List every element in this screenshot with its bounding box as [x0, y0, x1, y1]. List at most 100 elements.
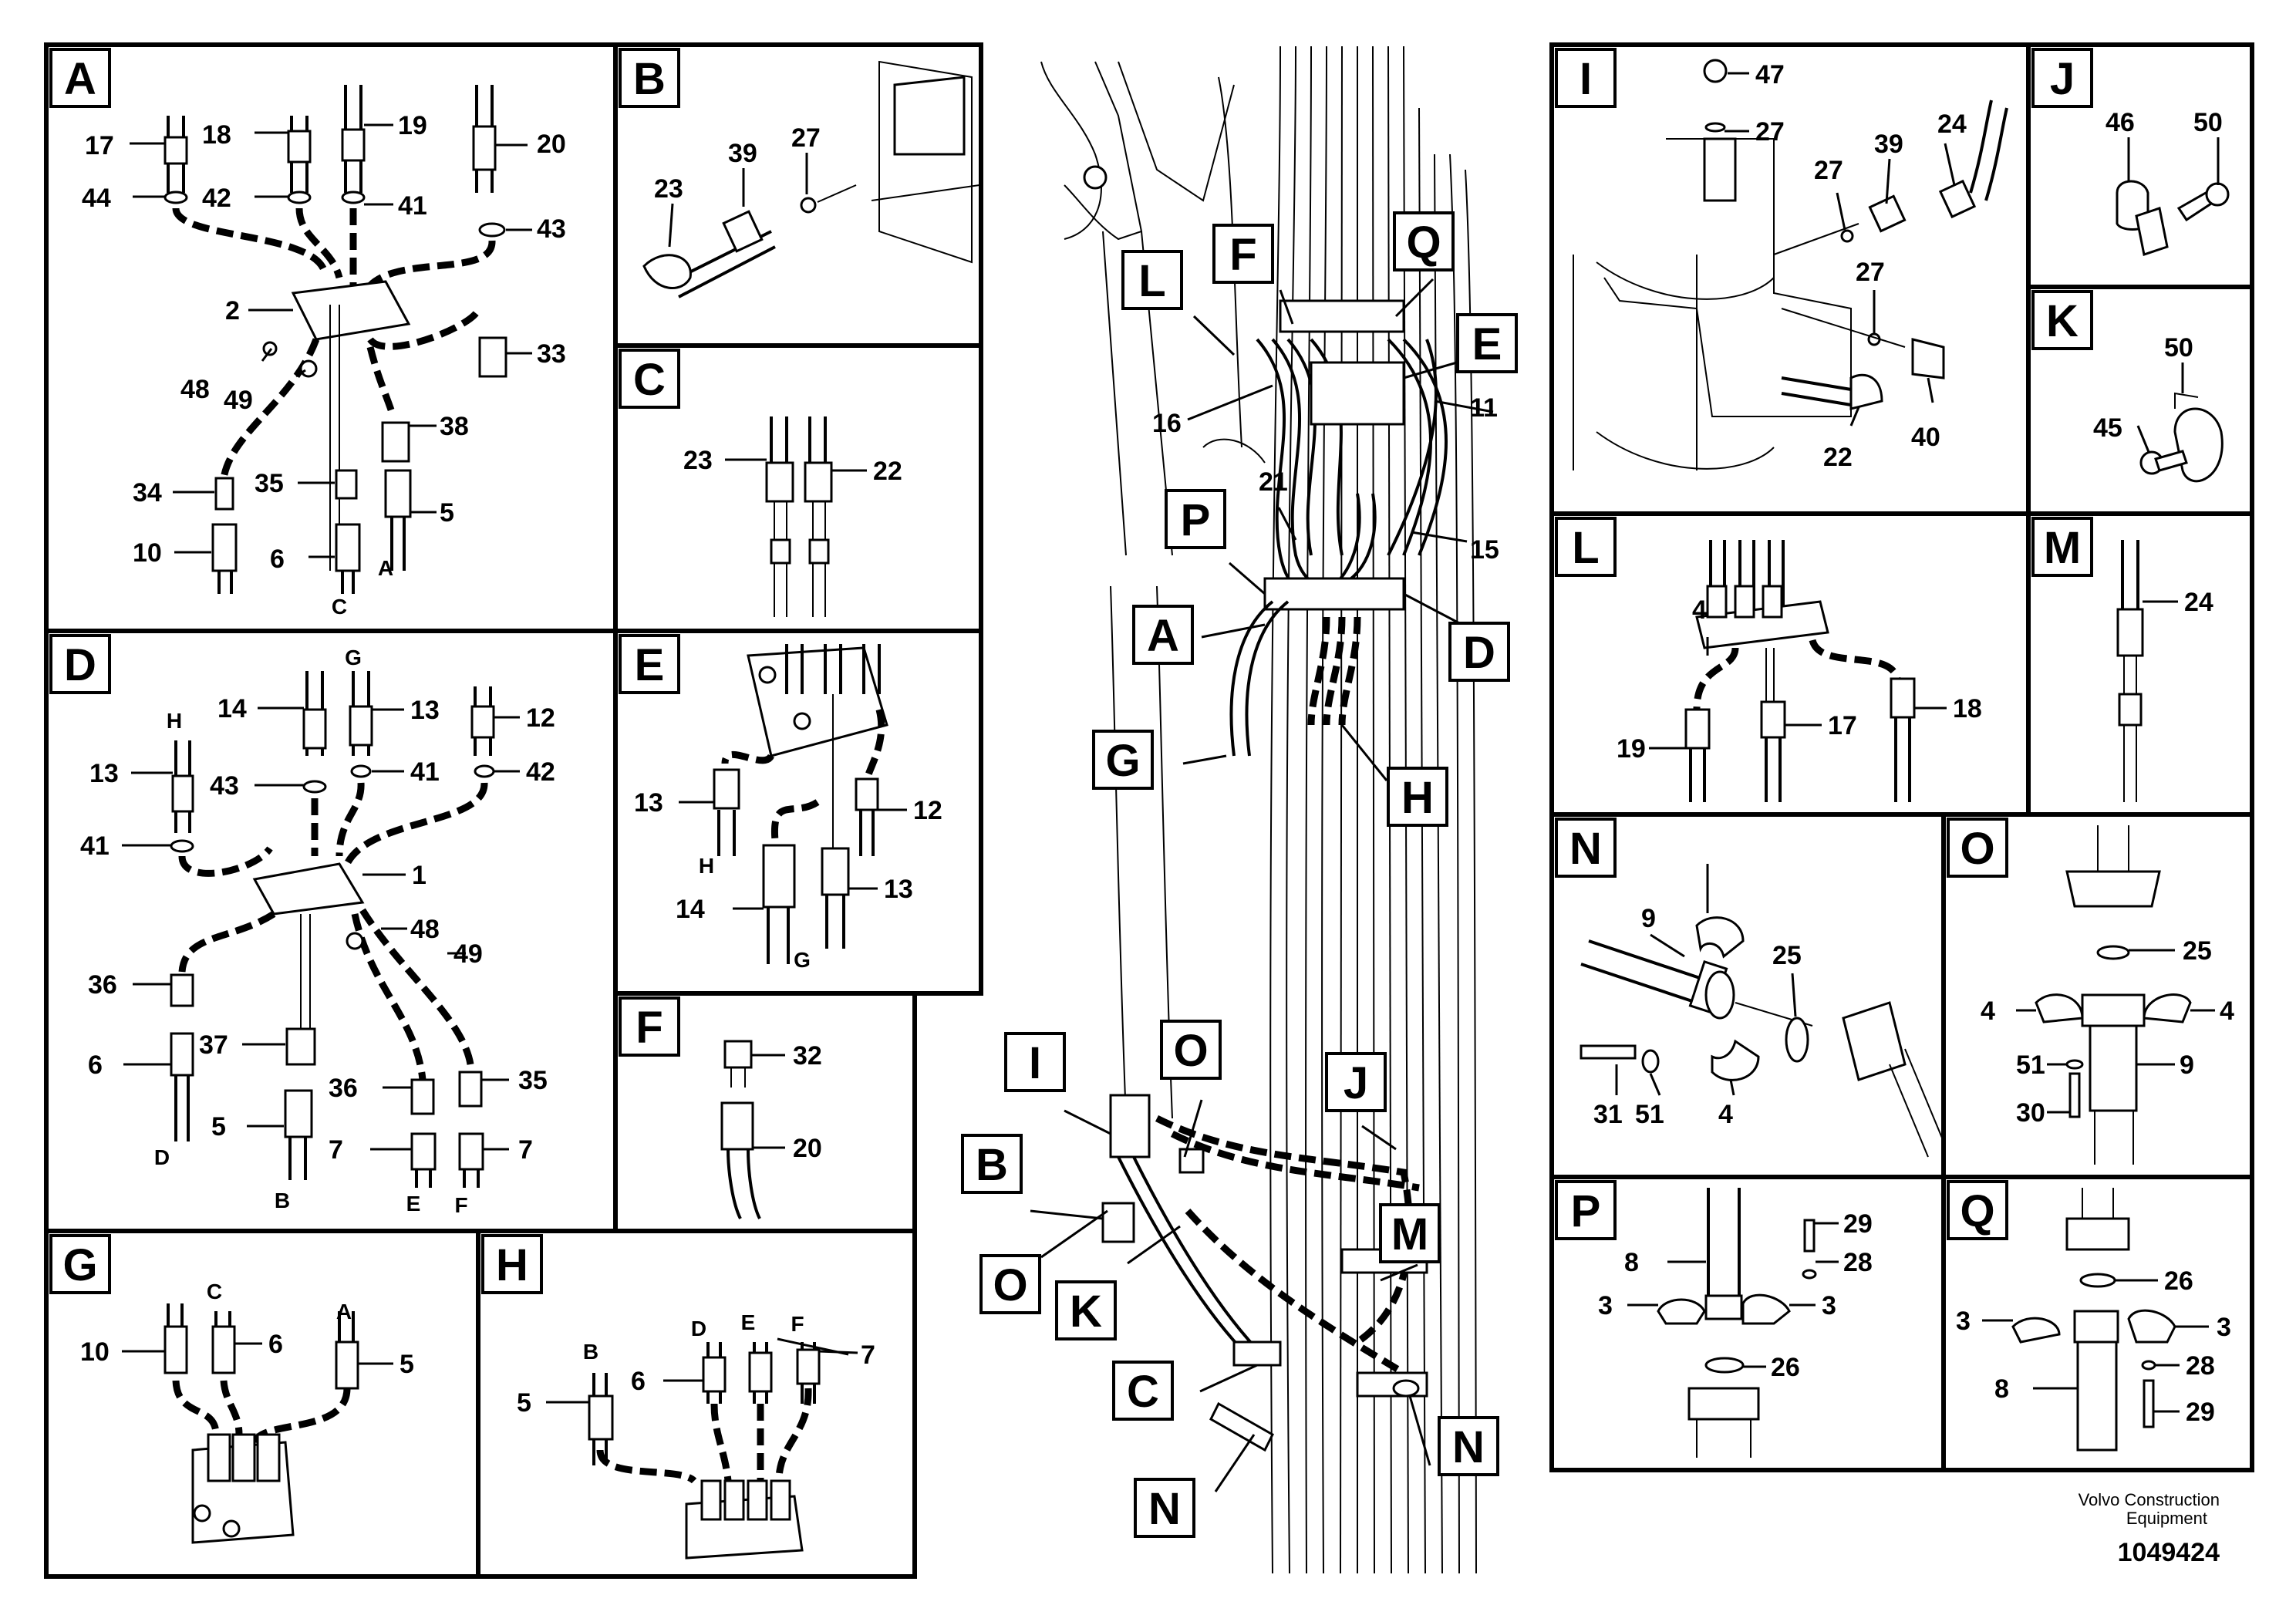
part-number-center-1: 11	[1470, 393, 1498, 423]
panel-label-l-letter: L	[1572, 523, 1599, 573]
part-number-a-16: 10	[133, 538, 162, 568]
part-number-p-5: 26	[1771, 1353, 1800, 1382]
part-number-j-0: 46	[2106, 108, 2135, 137]
connection-letter-g-1: A	[336, 1300, 352, 1324]
panel-label-c-letter: C	[633, 355, 666, 405]
part-number-a-7: 43	[537, 214, 566, 244]
manufacturer-line-2: Equipment	[2126, 1509, 2207, 1528]
panel-b-drawing	[642, 60, 980, 298]
part-number-d-17: 7	[329, 1135, 343, 1165]
panel-label-l: L	[1555, 517, 1617, 577]
connection-letter-d-2: D	[154, 1145, 170, 1169]
part-number-i-4: 24	[1937, 110, 1967, 139]
panel-l-drawing	[1684, 540, 1916, 802]
part-number-l-0: 19	[1617, 734, 1646, 764]
part-number-a-3: 20	[537, 130, 566, 159]
detail-callout-n-letter: N	[1148, 1484, 1181, 1534]
part-number-j-1: 50	[2193, 108, 2223, 137]
detail-callout-f-letter: F	[1229, 230, 1256, 280]
detail-callout-i: I	[1004, 1032, 1066, 1092]
part-number-e-0: 13	[634, 788, 663, 818]
part-number-d-5: 41	[410, 757, 440, 787]
part-number-l-1: 17	[1828, 711, 1857, 740]
part-number-a-11: 49	[224, 386, 253, 415]
connection-letter-d-0: H	[167, 709, 182, 733]
detail-callout-l: L	[1121, 250, 1183, 310]
part-number-n-4: 51	[1635, 1100, 1664, 1129]
part-number-i-7: 40	[1911, 423, 1940, 452]
part-number-d-18: 7	[518, 1135, 533, 1165]
part-number-p-2: 28	[1843, 1248, 1873, 1277]
detail-callout-q: Q	[1393, 211, 1455, 271]
part-number-h-0: 5	[517, 1388, 531, 1418]
part-number-a-2: 19	[398, 111, 427, 140]
detail-callout-j-letter: J	[1344, 1058, 1368, 1108]
detail-callout-f: F	[1212, 224, 1274, 284]
panel-j-drawing	[2116, 180, 2230, 256]
part-number-a-1: 18	[202, 120, 231, 150]
part-number-o-0: 25	[2183, 936, 2212, 966]
detail-callout-n: N	[1134, 1478, 1195, 1538]
part-number-k-0: 50	[2164, 333, 2193, 363]
part-number-a-0: 17	[85, 131, 114, 160]
panel-f-drawing	[720, 1040, 761, 1219]
part-number-q-4: 28	[2186, 1351, 2215, 1381]
detail-callout-o-letter: O	[993, 1260, 1027, 1310]
part-number-i-5: 27	[1856, 258, 1885, 287]
part-number-p-4: 3	[1822, 1291, 1836, 1320]
part-number-d-7: 41	[80, 831, 110, 861]
panel-label-a-letter: A	[64, 54, 96, 104]
panel-label-a: A	[49, 48, 111, 108]
panel-c-drawing	[765, 416, 833, 617]
part-number-i-0: 47	[1755, 60, 1785, 89]
panel-d-drawing	[170, 671, 495, 1188]
manufacturer-line-1: Volvo Construction	[2079, 1490, 2220, 1509]
part-number-l-2: 18	[1953, 694, 1982, 723]
part-number-c-1: 22	[873, 457, 902, 486]
panel-label-k-letter: K	[2046, 296, 2079, 346]
part-number-p-0: 29	[1843, 1209, 1873, 1239]
part-number-q-1: 3	[1956, 1307, 1971, 1336]
detail-callout-p: P	[1165, 489, 1226, 549]
part-number-d-0: 14	[217, 694, 247, 723]
panel-label-b-letter: B	[633, 54, 666, 104]
part-number-center-3: 15	[1470, 535, 1499, 565]
detail-callout-n-letter: N	[1452, 1422, 1485, 1472]
part-number-d-13: 36	[329, 1074, 358, 1103]
part-number-a-12: 38	[440, 412, 469, 441]
detail-callout-h: H	[1387, 767, 1448, 827]
detail-callout-c-letter: C	[1127, 1367, 1159, 1417]
connection-letter-d-3: B	[275, 1189, 290, 1212]
part-number-o-4: 9	[2180, 1050, 2194, 1080]
part-number-a-8: 2	[225, 296, 240, 325]
part-number-d-14: 35	[518, 1066, 548, 1095]
panel-label-g: G	[49, 1234, 111, 1294]
detail-callout-o: O	[979, 1254, 1041, 1314]
panel-i-drawing	[1573, 59, 2008, 470]
detail-callout-g-letter: G	[1105, 736, 1140, 786]
detail-callout-n: N	[1438, 1416, 1499, 1476]
connection-letter-d-1: G	[345, 646, 362, 669]
diagram-number: 1049424	[2118, 1538, 2220, 1567]
connection-letter-h-1: D	[691, 1317, 706, 1340]
part-number-center-0: 16	[1152, 409, 1182, 438]
panel-label-d-letter: D	[64, 640, 96, 690]
detail-callout-l-letter: L	[1138, 256, 1165, 306]
part-number-f-0: 32	[793, 1041, 822, 1071]
panel-a-drawing	[164, 85, 507, 594]
part-number-b-2: 27	[791, 123, 821, 153]
panel-label-n: N	[1555, 818, 1617, 878]
part-number-n-3: 31	[1593, 1100, 1623, 1129]
part-number-n-1: 9	[1641, 904, 1656, 933]
part-number-o-5: 30	[2016, 1098, 2045, 1128]
detail-callout-q-letter: Q	[1406, 218, 1441, 268]
part-number-a-17: 6	[270, 545, 285, 574]
detail-callout-d: D	[1448, 622, 1510, 682]
panel-k-drawing	[2139, 392, 2224, 483]
detail-callout-h-letter: H	[1401, 773, 1434, 823]
detail-callout-j: J	[1325, 1052, 1387, 1112]
part-number-a-6: 41	[398, 191, 427, 221]
